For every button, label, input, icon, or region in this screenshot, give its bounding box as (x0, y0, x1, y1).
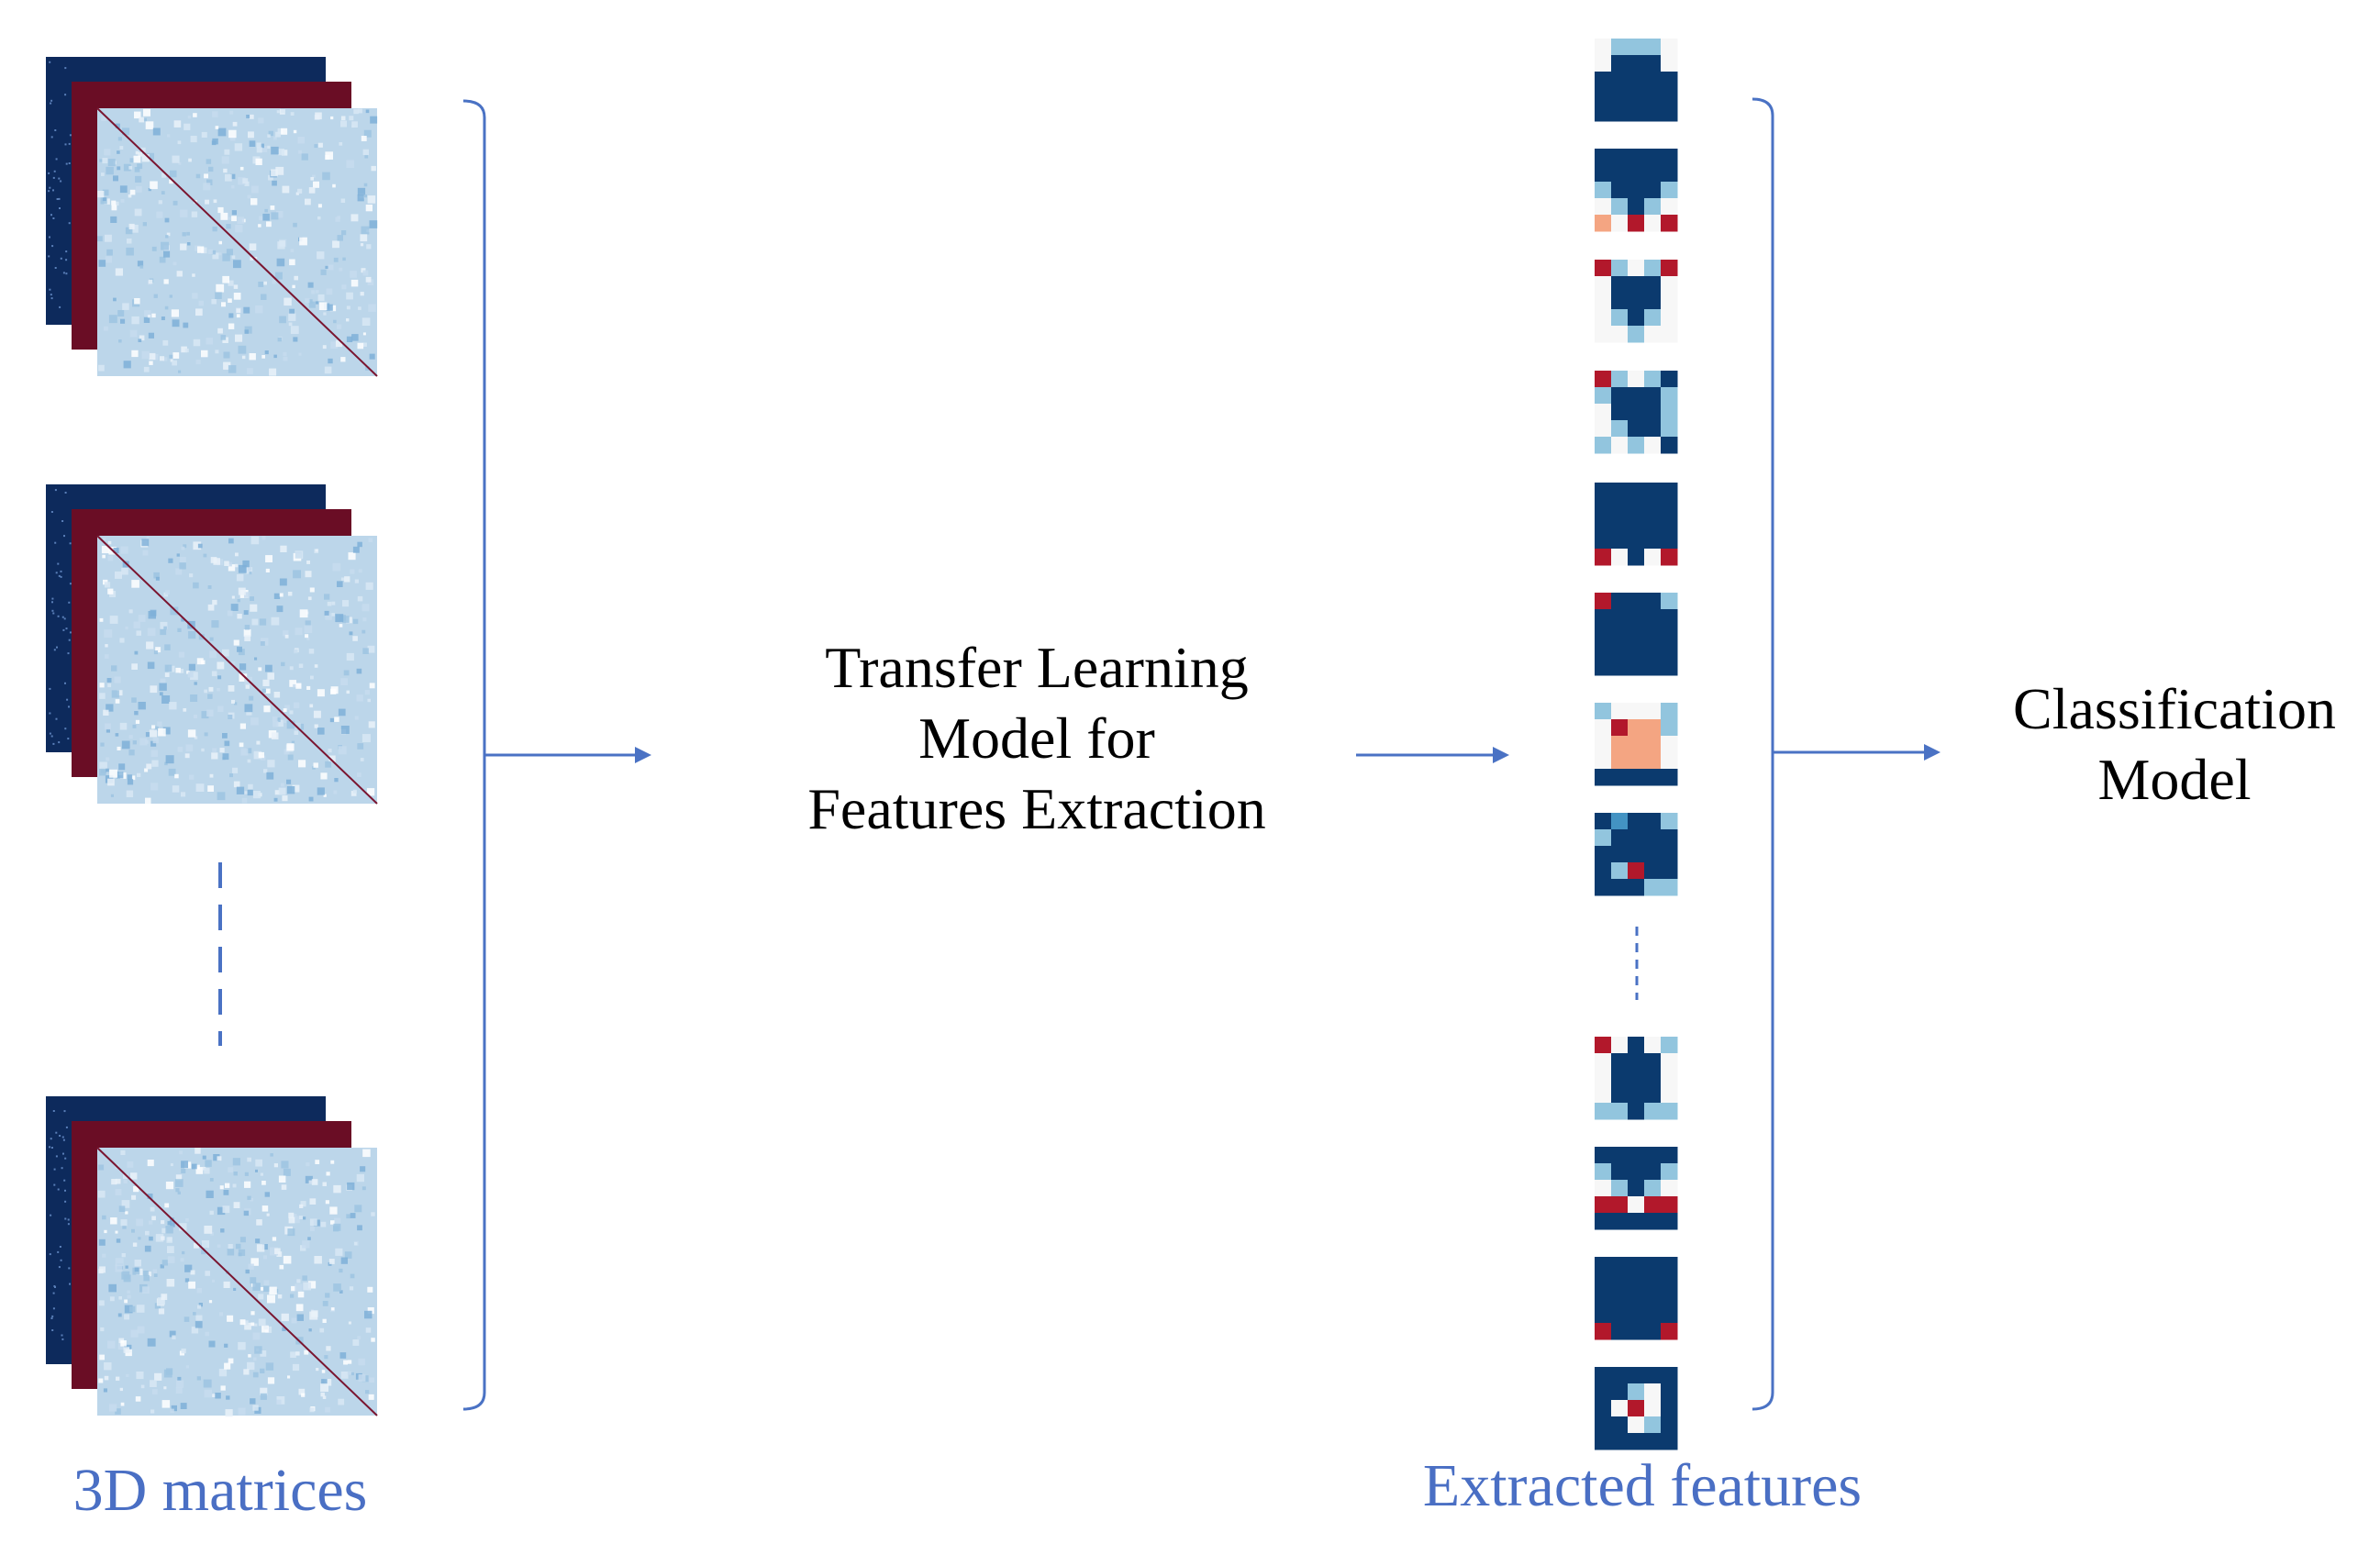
feature-map (1595, 1257, 1678, 1340)
matrix-stack (46, 1096, 378, 1417)
feature-map (1595, 703, 1678, 786)
arrow-to-classification (1773, 744, 1941, 761)
matrix-stack (46, 484, 378, 805)
classification-label-line-2: Model (2097, 746, 2252, 812)
transfer-label-line-3: Features Extraction (807, 775, 1266, 841)
feature-map (1595, 39, 1678, 122)
arrow-to-features (1356, 747, 1509, 763)
transfer-label-line-2: Model for (918, 705, 1155, 771)
extracted-feature-maps (1595, 39, 1678, 1450)
feature-map (1595, 371, 1678, 454)
matrix-stack (46, 57, 378, 377)
feature-map (1595, 813, 1678, 896)
transfer-learning-model-label: Transfer Learning Model for Features Ext… (716, 633, 1358, 844)
feature-map (1595, 593, 1678, 676)
classification-label-line-1: Classification (2013, 676, 2336, 741)
arrow-to-transfer-model (484, 747, 651, 763)
features-caption: Extracted features (1422, 1452, 1863, 1519)
matrix-texture (97, 108, 378, 376)
feature-map (1595, 483, 1678, 566)
matrix-texture (97, 1148, 375, 1417)
feature-map (1595, 1367, 1678, 1450)
feature-map (1595, 1037, 1678, 1120)
transfer-label-line-1: Transfer Learning (825, 635, 1249, 700)
left-bracket (462, 99, 486, 1411)
matrix-diagonal (96, 107, 378, 377)
matrix-texture (99, 536, 375, 805)
matrices-caption: 3D matrices (72, 1457, 368, 1524)
feature-map (1595, 260, 1678, 343)
matrix-diagonal (96, 535, 378, 805)
matrix-diagonal (96, 1147, 378, 1416)
feature-map (1595, 1147, 1678, 1230)
input-matrix-stacks (46, 57, 378, 1417)
right-bracket (1752, 97, 1774, 1411)
feature-map (1595, 149, 1678, 232)
classification-model-label: Classification Model (1973, 674, 2376, 816)
